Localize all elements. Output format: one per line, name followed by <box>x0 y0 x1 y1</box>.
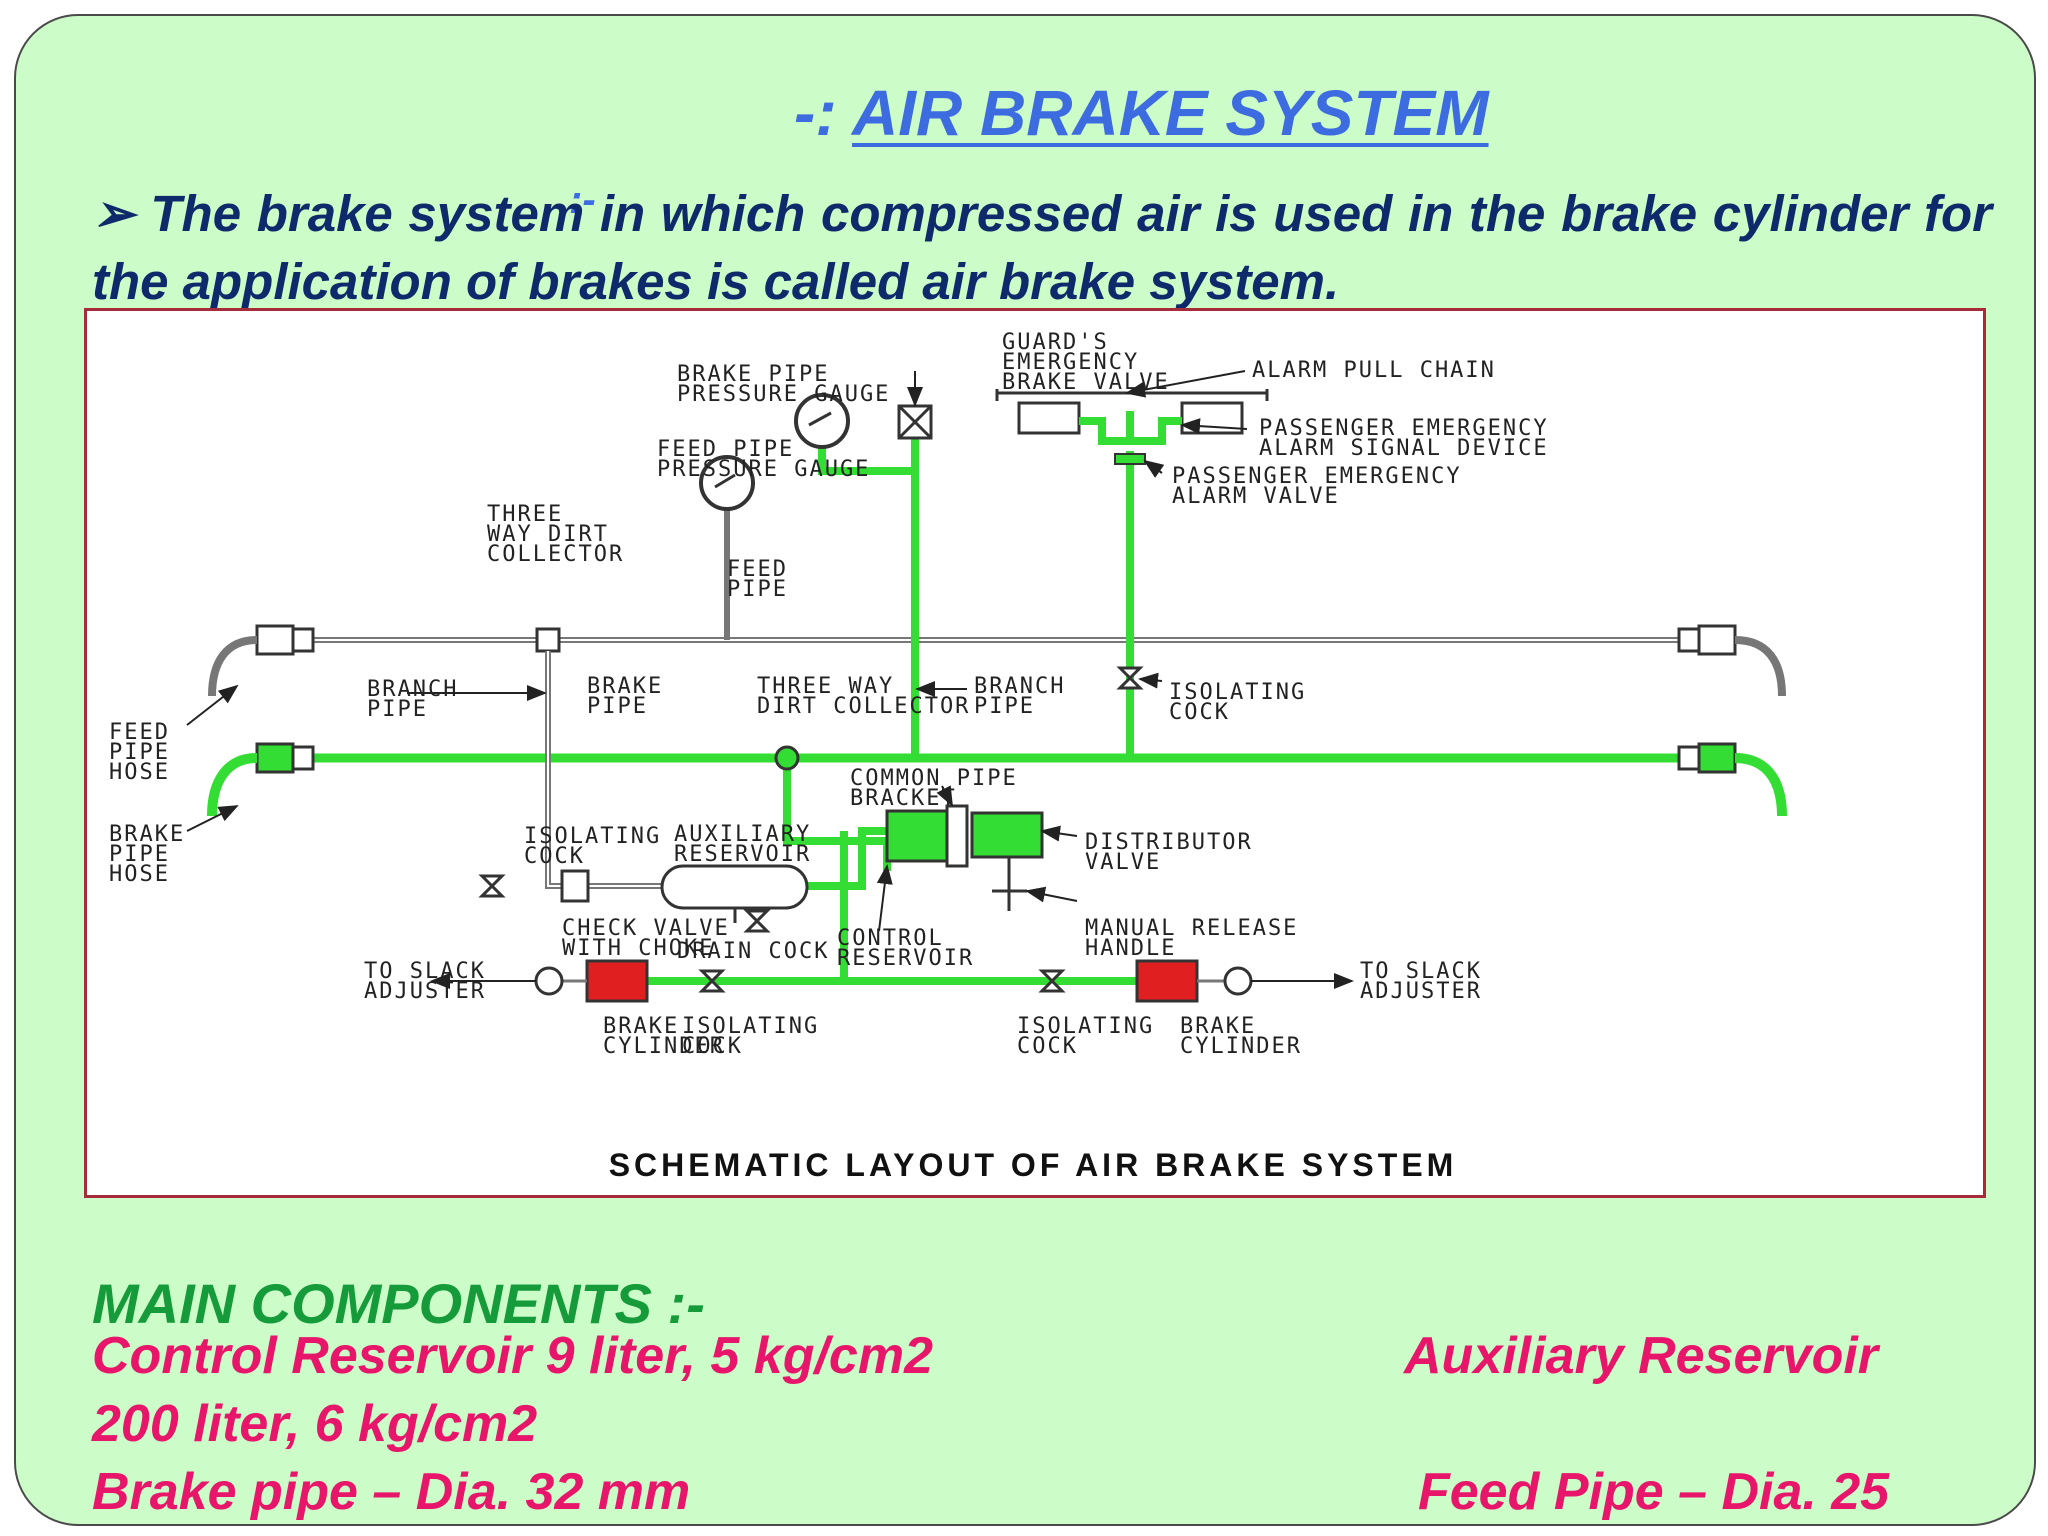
main-components-heading: MAIN COMPONENTS :- <box>92 1272 705 1335</box>
brake-pipe-pressure-gauge <box>794 393 850 449</box>
title-tail: :- <box>569 178 596 222</box>
slide: -: AIR BRAKE SYSTEM :- ➢ The brake syste… <box>14 14 2036 1526</box>
diagram-caption: SCHEMATIC LAYOUT OF AIR BRAKE SYSTEM <box>609 1147 1458 1183</box>
intro-text: The brake system in which compressed air… <box>92 185 1993 310</box>
spec-auxiliary-reservoir-b: 200 liter, 6 kg/cm2 <box>92 1395 538 1453</box>
brake-cylinder-right <box>1135 959 1199 1003</box>
drain-cock <box>743 909 771 933</box>
feed-pipe-hose-right <box>1677 624 1786 697</box>
isolating-cock-mid <box>478 874 506 898</box>
isolating-cock-bottom-left <box>698 969 726 993</box>
title-prefix: -: <box>794 77 853 149</box>
isolating-cock-top <box>1116 666 1144 690</box>
schematic-svg <box>186 370 1787 1003</box>
bullet-arrow-icon: ➢ <box>92 185 135 242</box>
spec-feed-pipe: Feed Pipe – Dia. 25 <box>1418 1463 1890 1521</box>
intro-paragraph: ➢ The brake system in which compressed a… <box>92 180 1992 316</box>
label-alarm-pull-chain: ALARM PULL CHAIN <box>1252 358 1496 383</box>
spec-brake-pipe: Brake pipe – Dia. 32 mm <box>92 1463 691 1521</box>
common-pipe-bracket <box>945 804 969 868</box>
feed-pipe-pressure-gauge <box>699 455 755 511</box>
label-drain-cock: DRAIN COCK <box>677 939 829 964</box>
spec-auxiliary-reservoir-a: Auxiliary Reservoir <box>1404 1327 1879 1385</box>
control-reservoir <box>885 809 949 863</box>
brake-pipe-hose-left <box>207 742 315 817</box>
distributor-valve <box>970 811 1044 859</box>
title-text: AIR BRAKE SYSTEM <box>852 77 1489 149</box>
feed-pipe-hose-left <box>208 624 315 697</box>
dirt-collector-center <box>774 745 800 771</box>
spec-control-reservoir: Control Reservoir 9 liter, 5 kg/cm2 <box>92 1327 933 1385</box>
isolating-cock-bottom-right <box>1038 969 1066 993</box>
check-valve-choke <box>560 869 590 903</box>
slide-title: -: AIR BRAKE SYSTEM <box>794 76 1489 150</box>
brake-pipe-hose-right <box>1677 742 1787 817</box>
